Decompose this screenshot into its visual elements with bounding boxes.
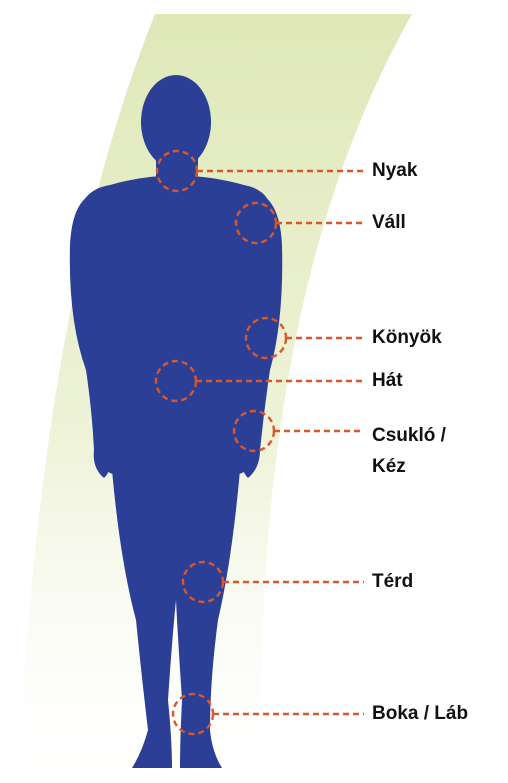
label-knee: Térd <box>372 566 413 597</box>
label-ankle: Boka / Láb <box>372 698 468 729</box>
label-shoulder: Váll <box>372 207 406 238</box>
label-wrist-line2: Kéz <box>372 451 406 482</box>
label-neck: Nyak <box>372 155 417 186</box>
label-back: Hát <box>372 365 403 396</box>
label-wrist-line1: Csukló / <box>372 420 446 451</box>
label-elbow: Könyök <box>372 322 442 353</box>
